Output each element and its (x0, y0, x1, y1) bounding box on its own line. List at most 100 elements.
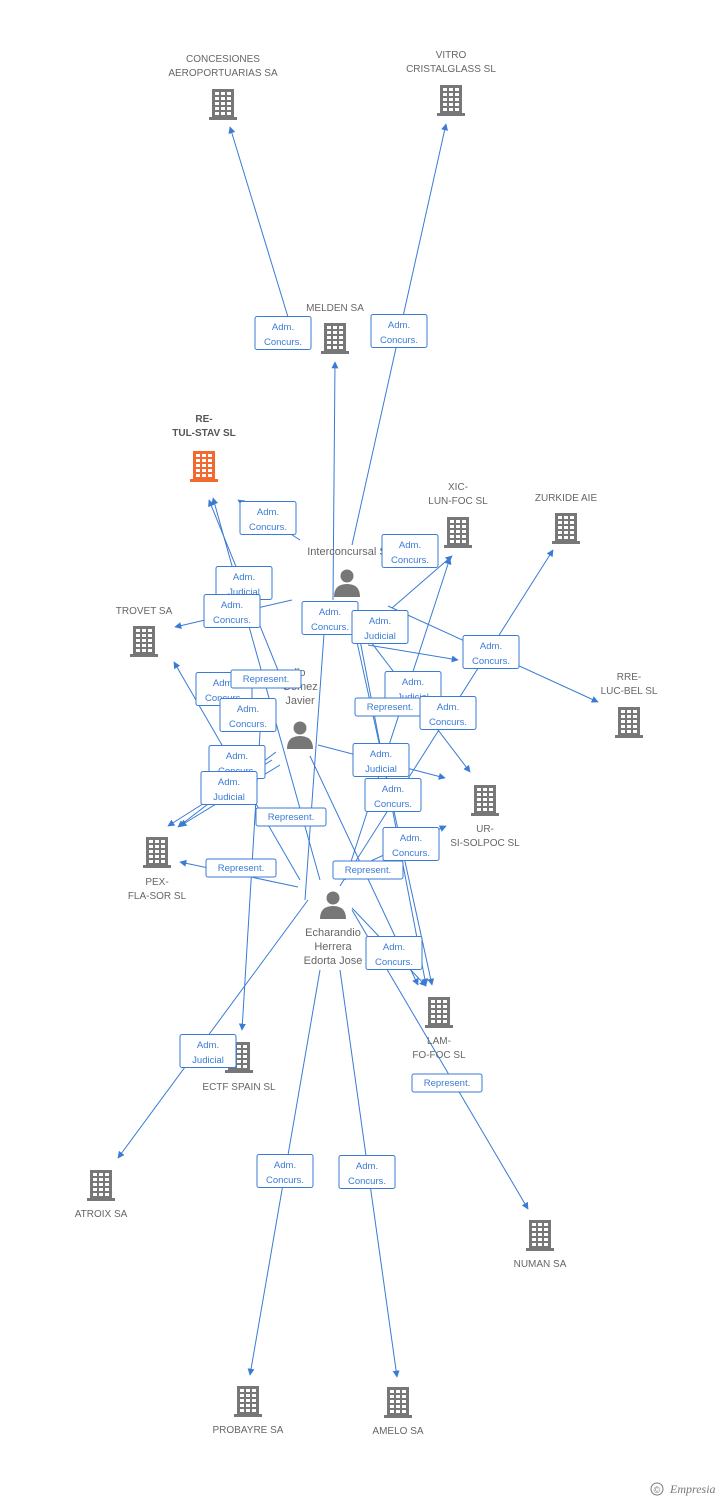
edge-label-box (381, 534, 439, 568)
edge-label-text: Concurs. (391, 555, 429, 566)
building-icon (321, 323, 349, 354)
edge-label-text: Concurs. (266, 1175, 304, 1186)
edge-label-box (332, 860, 404, 880)
edge-label-text: Judicial (192, 1055, 224, 1066)
person-icon (287, 721, 313, 749)
person-icon (334, 569, 360, 597)
company-node-ursisolpoc[interactable]: UR-SI-SOLPOC SL (450, 785, 520, 849)
copyright-symbol: © (654, 1485, 661, 1495)
edge-label-text: Concurs. (311, 622, 349, 633)
edge-label-text: Adm. (233, 572, 255, 583)
company-node-xiclunfoc[interactable]: XIC-LUN-FOC SL (428, 482, 488, 548)
company-node-amelo[interactable]: AMELO SA (372, 1387, 424, 1437)
edge-label-box (352, 743, 410, 777)
edge-label[interactable]: Adm.Judicial (352, 743, 410, 777)
edge-label-text: Adm. (388, 320, 410, 331)
edge-label[interactable]: Adm.Concurs. (365, 936, 423, 970)
edge-label[interactable]: Represent. (230, 669, 302, 689)
company-label: VITRO (436, 50, 467, 61)
edge-label[interactable]: Adm.Judicial (351, 610, 409, 644)
building-icon (143, 837, 171, 868)
company-label: CONCESIONES (186, 54, 260, 65)
company-node-concesiones[interactable]: CONCESIONES AEROPORTUARIAS SA (168, 54, 278, 120)
edge-label-box (254, 316, 312, 350)
edge-label-text: Adm. (218, 777, 240, 788)
company-label: NUMAN SA (514, 1259, 567, 1270)
edge-label-text: Judicial (228, 587, 260, 598)
company-label: PEX- (145, 877, 168, 888)
edge-label-text: Adm. (399, 540, 421, 551)
building-icon (425, 997, 453, 1028)
company-node-atroix[interactable]: ATROIX SA (75, 1170, 128, 1220)
company-node-vitro[interactable]: VITRO CRISTALGLASS SL (406, 50, 496, 116)
edge-label[interactable]: Adm.Concurs. (256, 1154, 314, 1188)
company-node-zurkide[interactable]: ZURKIDE AIE (535, 493, 598, 544)
edge-label[interactable]: Adm.Concurs. (239, 501, 297, 535)
edge-label[interactable]: Adm.Judicial (200, 771, 258, 805)
company-node-rrelucbel[interactable]: RRE- LUC-BEL SL (601, 672, 658, 738)
person-label: Echarandio (305, 927, 361, 939)
company-label: TUL-STAV SL (172, 428, 236, 439)
person-icon (320, 891, 346, 919)
edge-label-box (370, 314, 428, 348)
edge-label[interactable]: Adm. Concurs. (219, 698, 277, 732)
edge-label-box (351, 610, 409, 644)
company-node-pexflasor[interactable]: PEX-FLA-SOR SL (128, 837, 187, 902)
edge-label[interactable]: Adm.Judicial (179, 1034, 237, 1068)
building-icon (209, 89, 237, 120)
edge-label[interactable]: Adm.Concurs. (364, 778, 422, 812)
company-node-trovet[interactable]: TROVET SA (116, 606, 173, 657)
edge-line (117, 899, 309, 1159)
company-label: RRE- (617, 672, 641, 683)
edge-label-text: Represent. (268, 812, 314, 823)
company-label: PROBAYRE SA (213, 1425, 284, 1436)
building-icon (384, 1387, 412, 1418)
edge-label[interactable]: Adm.Concurs. (382, 827, 440, 861)
edge-label[interactable]: Adm. Concurs. (419, 696, 477, 730)
edge-label-text: Concurs. (429, 717, 467, 728)
edge-label[interactable]: Adm.Concurs. (462, 635, 520, 669)
edge-label-box (462, 635, 520, 669)
company-label: TROVET SA (116, 606, 173, 617)
edge-label[interactable]: Represent. (205, 858, 277, 878)
edge-label-text: Represent. (345, 865, 391, 876)
company-node-melden[interactable]: MELDEN SA (306, 303, 364, 354)
company-label: LUC-BEL SL (601, 686, 658, 697)
edge-label[interactable]: Represent. (411, 1073, 483, 1093)
edge-label-box (419, 696, 477, 730)
company-label: LUN-FOC SL (428, 496, 488, 507)
edge-label[interactable]: Adm.Concurs. (254, 316, 312, 350)
company-node-numan[interactable]: NUMAN SA (514, 1220, 567, 1270)
edge-label-text: Adm. (237, 704, 259, 715)
company-node-probayre[interactable]: PROBAYRE SA (213, 1386, 284, 1436)
edge-label-text: Adm. (319, 607, 341, 618)
edge-label-text: Concurs. (229, 719, 267, 730)
edge-label[interactable]: Represent. (332, 860, 404, 880)
edge-label-box (338, 1155, 396, 1189)
company-label: SI-SOLPOC SL (450, 838, 520, 849)
edge-label-box (205, 858, 277, 878)
company-label: CRISTALGLASS SL (406, 64, 496, 75)
brand-name[interactable]: Empresia (669, 1482, 716, 1496)
edge-label-text: Adm. (437, 702, 459, 713)
edge-label[interactable]: Adm.Concurs. (203, 594, 261, 628)
company-label: AEROPORTUARIAS SA (168, 68, 278, 79)
edge-label[interactable]: Adm. Concurs. (381, 534, 439, 568)
edge-label-text: Concurs. (392, 848, 430, 859)
edge-label[interactable]: Adm. Concurs. (301, 601, 359, 635)
edge-label-text: Represent. (367, 702, 413, 713)
edge-label-box (200, 771, 258, 805)
edge-label[interactable]: Represent. (255, 807, 327, 827)
edge-label[interactable]: Adm.Concurs. (370, 314, 428, 348)
edge-label[interactable]: Represent. (354, 697, 426, 717)
company-node-retulstav[interactable]: RE-TUL-STAV SL (172, 414, 236, 482)
building-icon (130, 626, 158, 657)
edge-label[interactable]: Adm.Concurs. (338, 1155, 396, 1189)
company-node-lamfofoc[interactable]: LAM-FO-FOC SL (412, 997, 466, 1061)
edge-label-text: Concurs. (348, 1176, 386, 1187)
person-label: Interconcursal S (307, 546, 386, 558)
person-node-interconcursal[interactable]: Interconcursal S (307, 546, 387, 597)
building-icon (552, 513, 580, 544)
